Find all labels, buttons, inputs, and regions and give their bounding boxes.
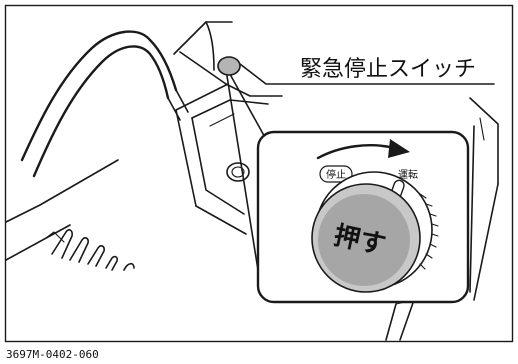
push-button: 押す bbox=[311, 183, 421, 293]
callout: 緊急停止スイッチ bbox=[217, 56, 495, 271]
stop-label-box bbox=[319, 165, 353, 183]
curved-arrow-icon bbox=[316, 139, 410, 160]
figure-code: 3697M-0402-060 bbox=[6, 348, 99, 361]
callout-leader bbox=[239, 63, 495, 85]
zoom-line-lower bbox=[226, 75, 259, 271]
stop-label: 停止 bbox=[326, 168, 346, 181]
detail-inset: 停止 運転 押す bbox=[256, 130, 470, 304]
switch-marker bbox=[217, 56, 241, 76]
callout-label: 緊急停止スイッチ bbox=[300, 57, 476, 82]
machine-body bbox=[5, 21, 499, 341]
run-label: 運転 bbox=[398, 169, 418, 181]
